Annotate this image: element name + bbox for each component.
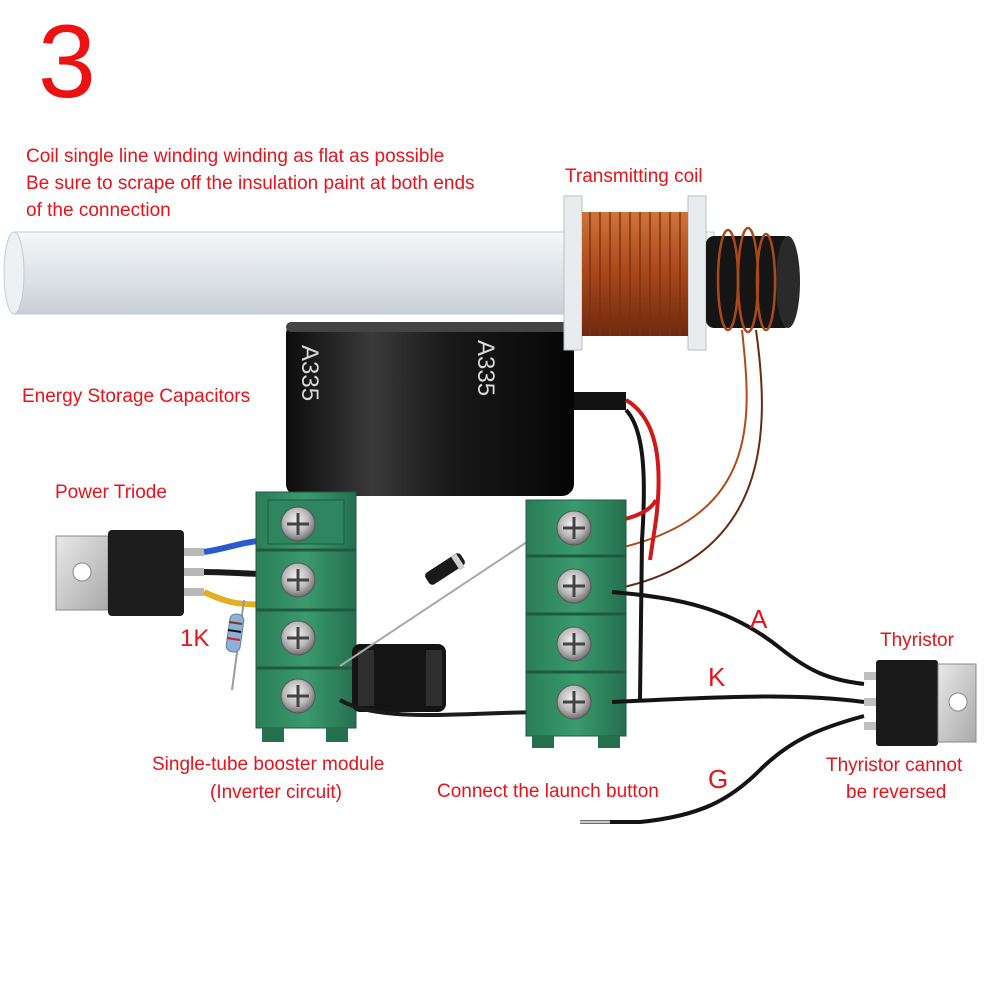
note-line-3: of the connection: [26, 200, 171, 221]
label-thyristor-note-1: Thyristor cannot: [826, 755, 963, 776]
label-inverter-circuit: (Inverter circuit): [210, 782, 342, 803]
label-energy-storage-capacitors: Energy Storage Capacitors: [22, 386, 251, 407]
thyristor-wires: [580, 590, 865, 824]
booster-inductor: [352, 644, 446, 712]
booster-terminal-block: [255, 491, 357, 742]
output-terminal-block: [525, 499, 627, 748]
capacitor-marking-right: A335: [472, 340, 499, 396]
rectifier-diode: [339, 519, 561, 667]
capacitor-marking-left: A335: [296, 345, 323, 401]
pin-label-cathode: K: [708, 662, 726, 692]
label-thyristor: Thyristor: [880, 630, 954, 651]
label-thyristor-note-2: be reversed: [846, 782, 947, 803]
note-line-2: Be sure to scrape off the insulation pai…: [26, 173, 475, 194]
note-line-1: Coil single line winding winding as flat…: [26, 146, 445, 167]
label-launch-button: Connect the launch button: [437, 781, 659, 802]
label-resistor-1k: 1K: [180, 625, 210, 652]
thyristor: [864, 660, 977, 746]
step-number: 3: [38, 4, 96, 120]
label-power-triode: Power Triode: [55, 482, 167, 503]
pin-label-anode: A: [750, 604, 768, 634]
energy-storage-capacitor: A335 A335: [286, 322, 626, 496]
ground-wire: [338, 698, 549, 717]
label-booster-module: Single-tube booster module: [152, 754, 385, 775]
transmitting-coil: [563, 195, 800, 351]
pin-label-gate: G: [708, 764, 729, 794]
resistor-1k: [225, 599, 245, 691]
label-transmitting-coil: Transmitting coil: [565, 166, 703, 187]
power-triode: [55, 530, 269, 616]
coil-leads: [605, 329, 763, 701]
